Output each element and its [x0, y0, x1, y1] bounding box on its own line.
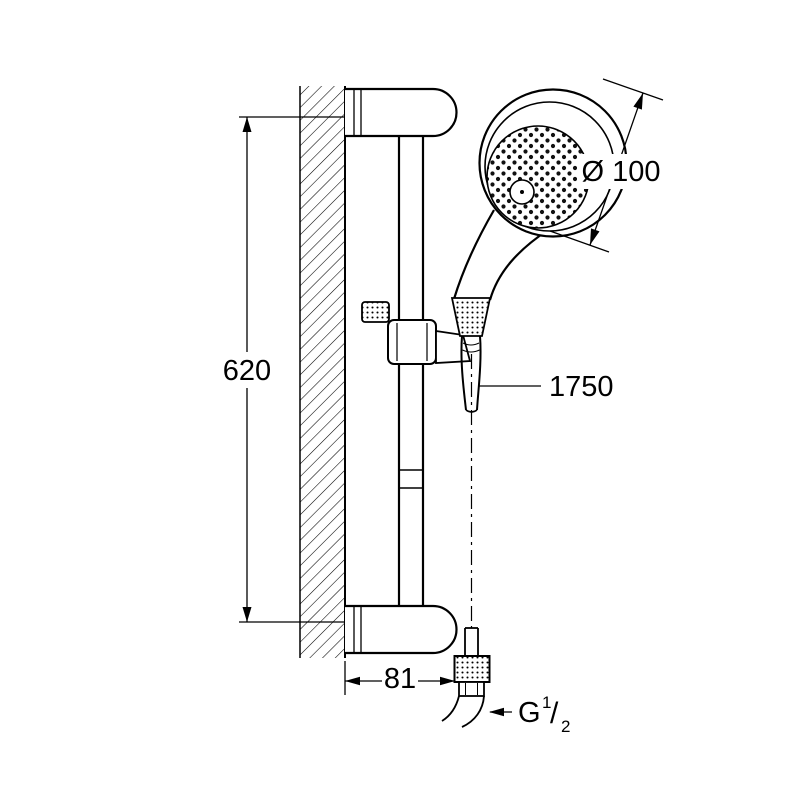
dim-620-arrow-top — [242, 117, 252, 132]
glider-clamp-knob — [361, 301, 390, 323]
wall-distance-label: 81 — [384, 663, 416, 695]
thread-denominator-label: 2 — [561, 717, 570, 736]
thread-letter-label: G — [518, 697, 541, 729]
dim-head-diameter — [549, 78, 667, 253]
hose-connector — [441, 627, 491, 728]
rail-length-label: 620 — [223, 355, 271, 387]
dim-81-text-halo — [382, 664, 418, 693]
connector-knurled-nut — [453, 655, 491, 683]
head-diameter-label: Ø 100 — [582, 156, 661, 188]
dim-dia-arrow-top — [633, 93, 643, 110]
connector-lower-sleeve — [458, 681, 485, 697]
thread-leader-arrow — [489, 707, 504, 717]
dim-dia-arrow-bottom — [590, 228, 600, 245]
wall — [299, 86, 346, 658]
hose-right-edge — [476, 335, 482, 411]
hose-left-edge — [460, 335, 467, 411]
handle-cone-knurled — [450, 297, 492, 337]
label-thread — [489, 707, 512, 717]
handle-body-fill — [454, 210, 548, 300]
dim-620-text-halo — [221, 352, 274, 388]
dim-dia-ext-top — [602, 78, 664, 101]
rail-bottom-bracket — [345, 604, 458, 655]
hose-flex-line-1 — [462, 342, 480, 346]
rail-top-bracket — [345, 87, 458, 138]
shower-head-center-dot — [520, 190, 524, 194]
dim-rail-length — [221, 116, 345, 623]
dim-wall-distance — [344, 661, 455, 695]
hose-bend-left — [441, 695, 460, 722]
hose-flex-line-2 — [462, 349, 480, 353]
dim-81-arrow-left — [345, 676, 360, 686]
thread-slash-label: / — [550, 697, 559, 730]
dim-dia-text-halo — [577, 154, 667, 189]
hose-assembly — [450, 297, 492, 628]
shower-head-spray-face — [486, 125, 590, 229]
hose-bend-right — [461, 695, 485, 728]
glider-body — [387, 319, 437, 365]
wall-hatch — [300, 86, 345, 658]
thread-numerator-label: 1 — [542, 693, 551, 712]
dim-620-arrow-bottom — [242, 607, 252, 622]
hand-shower — [452, 88, 628, 301]
handle-left-edge — [452, 209, 495, 300]
hose-length-label: 1750 — [549, 371, 614, 403]
rail — [345, 87, 458, 655]
dim-dia-ext-bottom — [549, 230, 610, 253]
dim-81-arrow-right — [440, 676, 455, 686]
glider — [361, 301, 472, 365]
